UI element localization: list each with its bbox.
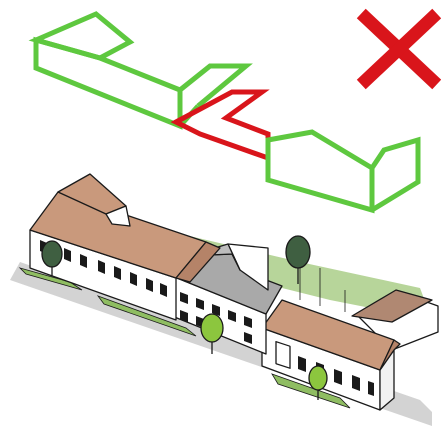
left-wing-outline bbox=[28, 11, 253, 130]
right-wing-outline bbox=[265, 129, 421, 214]
cross-icon bbox=[356, 8, 441, 90]
center-windows bbox=[180, 292, 252, 344]
building-block bbox=[10, 173, 439, 426]
massing-outline bbox=[28, 8, 441, 214]
rejected-connector-outline bbox=[170, 89, 271, 162]
far-right-annex bbox=[351, 289, 439, 351]
tree-rear bbox=[285, 235, 311, 284]
tree-left bbox=[41, 240, 63, 276]
left-wing-building bbox=[29, 173, 221, 321]
tree-right bbox=[308, 365, 328, 400]
tree-center bbox=[200, 313, 224, 354]
